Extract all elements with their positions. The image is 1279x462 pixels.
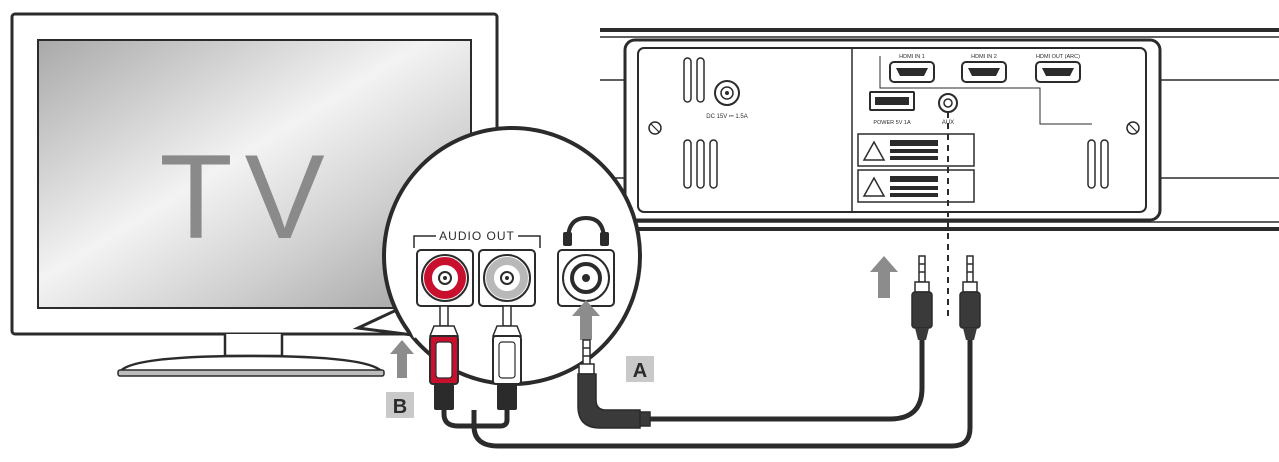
- dc-power-jack: [714, 80, 740, 106]
- arrow-soundbar-aux: [870, 256, 898, 298]
- hdmi-1-label: HDMI IN 1: [899, 54, 925, 60]
- audio-out-label: AUDIO OUT: [439, 229, 515, 243]
- zoom-callout-tail-cover: [400, 304, 428, 338]
- tv: TV: [10, 12, 499, 377]
- cable-b: [441, 336, 973, 449]
- plug-a-soundbar-end: [911, 255, 933, 340]
- rca-white-jack: [478, 249, 536, 307]
- tv-label: TV: [159, 130, 336, 264]
- label-b-box: B: [386, 392, 414, 418]
- dc-power-label: DC 15V ⎓ 1.5A: [706, 114, 747, 120]
- tv-stand-neck: [223, 334, 284, 358]
- aux-jack: [938, 93, 958, 113]
- arrow-b: [390, 340, 414, 378]
- usb-label: POWER 5V 1A: [873, 120, 911, 126]
- hdmi-out-port: [1035, 61, 1081, 83]
- rear-panel-inner: [637, 47, 1147, 213]
- rca-plug-white: [491, 305, 523, 410]
- arrow-headphone-jack: [572, 300, 600, 340]
- hdmi-out-label: HDMI OUT (ARC): [1036, 54, 1080, 60]
- headphone-jack: [557, 249, 615, 307]
- warning-label-top: [857, 133, 975, 167]
- label-b: B: [393, 396, 407, 418]
- hdmi-2-port: [961, 61, 1007, 83]
- cable-a: [650, 336, 925, 422]
- hdmi-1-port: [889, 61, 935, 83]
- hdmi-bracket-line: [879, 56, 1092, 125]
- screw-right: [1126, 121, 1140, 135]
- label-a: A: [633, 360, 647, 382]
- tv-stand-foot: [117, 369, 385, 377]
- tv-stand-base: [117, 354, 385, 374]
- warning-label-bottom: [857, 169, 975, 203]
- vent-slots-left-bottom: [683, 139, 718, 189]
- label-a-box: A: [626, 356, 654, 382]
- rca-plug-red: [428, 305, 460, 410]
- plug-a-tv-end: [577, 339, 651, 429]
- vent-slots-right: [1087, 139, 1109, 189]
- vent-slots-left-top: [683, 57, 705, 103]
- usb-port: [869, 91, 915, 111]
- audio-out-label-bg: [436, 228, 518, 242]
- tv-audio-panel-zoom: AUDIO OUT: [352, 126, 651, 429]
- rca-red-jack: [416, 249, 474, 307]
- plug-b-soundbar-end: [959, 255, 981, 340]
- soundbar: DC 15V ⎓ 1.5A HDMI IN 1 HDMI IN 2 HDMI O…: [600, 28, 1279, 231]
- hdmi-2-label: HDMI IN 2: [971, 54, 997, 60]
- screw-left: [648, 121, 662, 135]
- headphones-icon: [563, 215, 609, 246]
